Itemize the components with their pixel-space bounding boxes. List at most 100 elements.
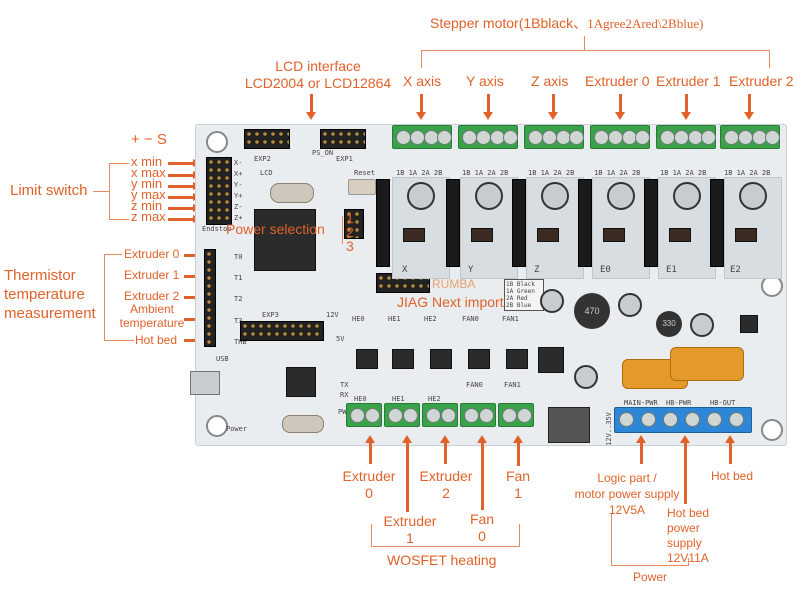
heater-terminal-he1[interactable] [384,403,420,427]
stepper-terminal-e2[interactable] [720,125,780,149]
mosfet-extruder2: Extruder 2 [411,468,481,502]
arrow-main-pwr-shaft [640,442,643,464]
silk-tx: TX [340,381,349,389]
stepper-bracket-left [421,50,422,68]
silk-driver-pins-z: 1B 1A 2A 2B [528,169,575,177]
arrow-z-head [548,112,558,120]
arrow-e0-shaft [619,94,622,114]
silk-yminus: Y- [234,181,243,189]
arrow-hb-out-shaft [729,442,732,464]
stepper-terminal-e1[interactable] [656,125,716,149]
driver-socket-y[interactable] [446,179,460,267]
silk-ps-on: PS_ON [312,149,334,157]
silk-yplus: Y+ [234,192,243,200]
rumba-board: EXP2 EXP1 PS_ON Reset LCD Endstop X- X+ … [190,124,787,446]
mount-hole-tl [206,131,228,153]
driver-socket-z[interactable] [512,179,526,267]
stepper-bracket-stem [584,36,585,50]
silk-power-led: Power [226,425,248,433]
driver-socket-x[interactable] [376,179,390,267]
silk-exp3: EXP3 [262,311,279,319]
therm-ambient-line1: Ambient [129,302,175,316]
therm-hotbed: Hot bed [135,333,178,347]
stepper-terminal-x[interactable] [392,125,452,149]
mosfet-bracket-bar [371,546,520,547]
silk-exp1: EXP1 [336,155,353,163]
limit-bracket-top [109,163,129,164]
regulator [538,347,564,373]
silk-rx: RX [340,391,349,399]
therm-extruder2: Extruder 2 [124,289,180,303]
power-select-jumper[interactable] [344,209,364,239]
mosfet-fan1-line2: 1 [514,485,522,501]
limit-bracket-stem [93,191,109,192]
silk-driver-x: X [402,265,408,275]
exp2-header[interactable] [244,129,290,149]
thermistor-title: Thermistor temperature measurement [4,266,96,323]
power-logic-line3: 12V5A [608,503,646,517]
thermistor-title-line2: temperature [4,286,85,303]
thermistor-bracket-vert [104,254,105,340]
power-sel-bracket [342,216,343,244]
arrow-he2-head [440,435,450,443]
driver-slot-e1 [658,177,716,279]
exp1-header[interactable] [320,129,366,149]
driver-socket-e0[interactable] [578,179,592,267]
crystal [270,183,314,203]
power-terminal-block[interactable] [614,407,752,433]
arrow-he1-shaft [406,442,409,512]
inductor-470: 470 [574,293,610,329]
exp3-header[interactable] [240,321,324,341]
mount-hole-br [761,419,783,441]
stepper-terminal-e0[interactable] [590,125,650,149]
driver-slot-e0 [592,177,650,279]
lcd-line1: LCD interface [275,58,361,74]
axis-label-e2: Extruder 2 [729,73,794,89]
stepper-motor-title: Stepper motor(1Bblack、1Agree2Ared\2Bblue… [430,16,704,32]
mosfet-he1 [392,349,414,369]
silk-thb: THB [234,338,247,346]
silk-main-pwr: MAIN-PWR [624,399,658,407]
usb-chip [286,367,316,397]
therm-extruder1: Extruder 1 [124,268,180,282]
silk-led-fan0: FAN0 [462,315,479,323]
capacitor-2 [618,293,642,317]
arrow-ymax [168,196,194,199]
heater-terminal-fan0[interactable] [460,403,496,427]
usb-port[interactable] [190,371,220,395]
stepper-title-wire-colors: 1Agree2Ared\2Bblue) [587,16,704,31]
silk-t1: T1 [234,274,243,282]
power-hotbed-supply-label: Hot bed power supply 12V11A [667,506,709,566]
stepper-terminal-y[interactable] [458,125,518,149]
arrow-x-shaft [420,94,423,114]
arrow-e2-head [744,112,754,120]
film-capacitor-2 [670,347,744,381]
endstop-header[interactable] [206,157,232,225]
power-bracket-left [611,514,612,566]
arrow-main-pwr-head [636,435,646,443]
mosfet-extruder2-line2: 2 [442,485,450,501]
limit-y-min: y min [131,176,163,191]
inductor-470-label: 470 [584,306,600,316]
wire-row-1b: 1B Black [506,281,535,288]
therm-extruder0: Extruder 0 [124,247,180,261]
heater-terminal-fan1[interactable] [498,403,534,427]
silk-driver-pins-e1: 1B 1A 2A 2B [660,169,707,177]
mosfet-he2 [430,349,452,369]
stepper-terminal-z[interactable] [524,125,584,149]
thermistor-header[interactable] [204,249,216,347]
silk-usb: USB [216,355,229,363]
arrow-e2-shaft [748,94,751,114]
mosfet-extruder1: Extruder 1 [374,513,446,547]
silk-t0: T0 [234,253,243,261]
arrow-hb-pwr-shaft [684,442,687,504]
driver-socket-e2[interactable] [710,179,724,267]
heater-terminal-he2[interactable] [422,403,458,427]
stepper-bracket-right [769,50,770,68]
driver-socket-e1[interactable] [644,179,658,267]
heater-terminal-he0[interactable] [346,403,382,427]
silk-fanhdr-0: FAN0 [466,381,483,389]
driver-slot-e2 [724,177,782,279]
arrow-y-head [483,112,493,120]
reset-button[interactable] [348,179,376,195]
